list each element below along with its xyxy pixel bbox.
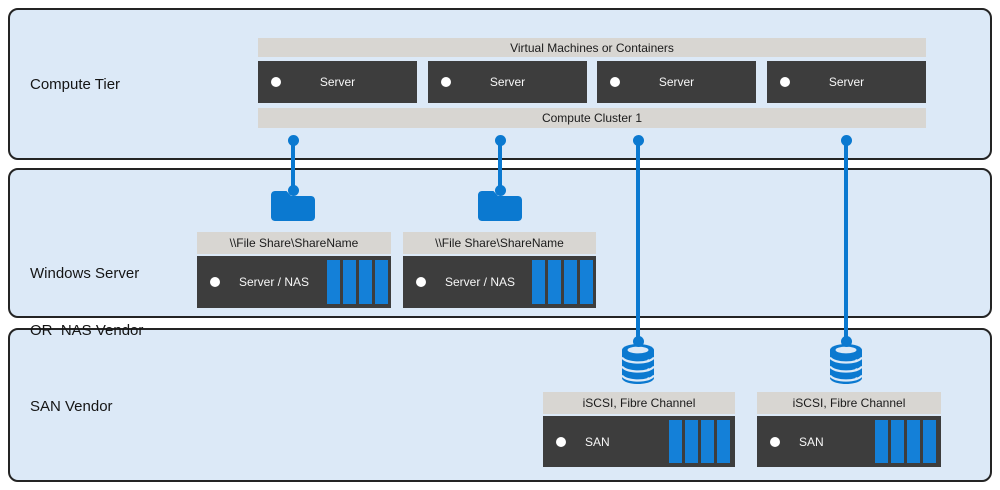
disk-array-icon [532, 260, 593, 304]
tier-label-nas-vendor: Windows Server OR NAS Vendor [30, 226, 143, 378]
server-box-3: Server [597, 61, 756, 103]
iscsi-band-label: iSCSI, Fibre Channel [792, 396, 906, 410]
san-box-label: SAN [585, 434, 610, 449]
file-share-band-1: \\File Share\ShareName [197, 232, 391, 254]
vm-containers-band-label: Virtual Machines or Containers [510, 40, 674, 55]
disk-array-icon [669, 420, 730, 463]
folder-icon [270, 187, 316, 226]
tier-label-nas-line1: Windows Server [30, 265, 140, 282]
server-box-1: Server [258, 61, 417, 103]
connector-line [498, 140, 502, 190]
connector-endpoint-dot [632, 335, 644, 347]
file-share-band-label: \\File Share\ShareName [435, 236, 564, 250]
status-dot-icon [416, 277, 426, 287]
connector-line [291, 140, 295, 190]
server-box-4: Server [767, 61, 926, 103]
tier-label-nas-line2: OR NAS Vendor [30, 322, 144, 339]
server-nas-box-label: Server / NAS [239, 275, 310, 289]
server-box-label: Server [489, 75, 526, 89]
server-box-label: Server [319, 75, 356, 89]
server-nas-box-2: Server / NAS [403, 256, 596, 308]
tier-label-san-vendor: SAN Vendor [30, 398, 113, 415]
connector-endpoint-dot [494, 134, 506, 146]
folder-icon [477, 187, 523, 226]
vm-containers-band: Virtual Machines or Containers [258, 38, 926, 57]
status-dot-icon [210, 277, 220, 287]
status-dot-icon [271, 77, 281, 87]
server-nas-box-1: Server / NAS [197, 256, 391, 308]
connector-endpoint-dot [840, 134, 852, 146]
compute-cluster-band-label: Compute Cluster 1 [541, 111, 643, 125]
connector-line [844, 140, 848, 341]
iscsi-band-1: iSCSI, Fibre Channel [543, 392, 735, 414]
connector-endpoint-dot [840, 335, 852, 347]
san-box-2: SAN [757, 416, 941, 467]
file-share-band-2: \\File Share\ShareName [403, 232, 596, 254]
connector-endpoint-dot [632, 134, 644, 146]
status-dot-icon [556, 436, 566, 447]
connector-endpoint-dot [287, 184, 299, 196]
iscsi-band-2: iSCSI, Fibre Channel [757, 392, 941, 414]
compute-cluster-band: Compute Cluster 1 [258, 108, 926, 128]
server-box-label: Server [658, 75, 695, 89]
disk-array-icon [875, 420, 936, 463]
connector-endpoint-dot [494, 184, 506, 196]
san-box-label: SAN [799, 434, 824, 449]
tier-label-compute: Compute Tier [30, 76, 121, 93]
connector-line [636, 140, 640, 341]
server-box-label: Server [828, 75, 865, 89]
san-box-1: SAN [543, 416, 735, 467]
status-dot-icon [770, 436, 780, 447]
iscsi-band-label: iSCSI, Fibre Channel [582, 396, 696, 410]
server-box-2: Server [428, 61, 587, 103]
database-icon [621, 343, 655, 390]
status-dot-icon [780, 77, 790, 87]
database-icon [829, 343, 863, 390]
server-nas-box-label: Server / NAS [445, 275, 516, 289]
file-share-band-label: \\File Share\ShareName [229, 236, 359, 250]
disk-array-icon [327, 260, 388, 304]
status-dot-icon [441, 77, 451, 87]
connector-endpoint-dot [287, 134, 299, 146]
status-dot-icon [610, 77, 620, 87]
